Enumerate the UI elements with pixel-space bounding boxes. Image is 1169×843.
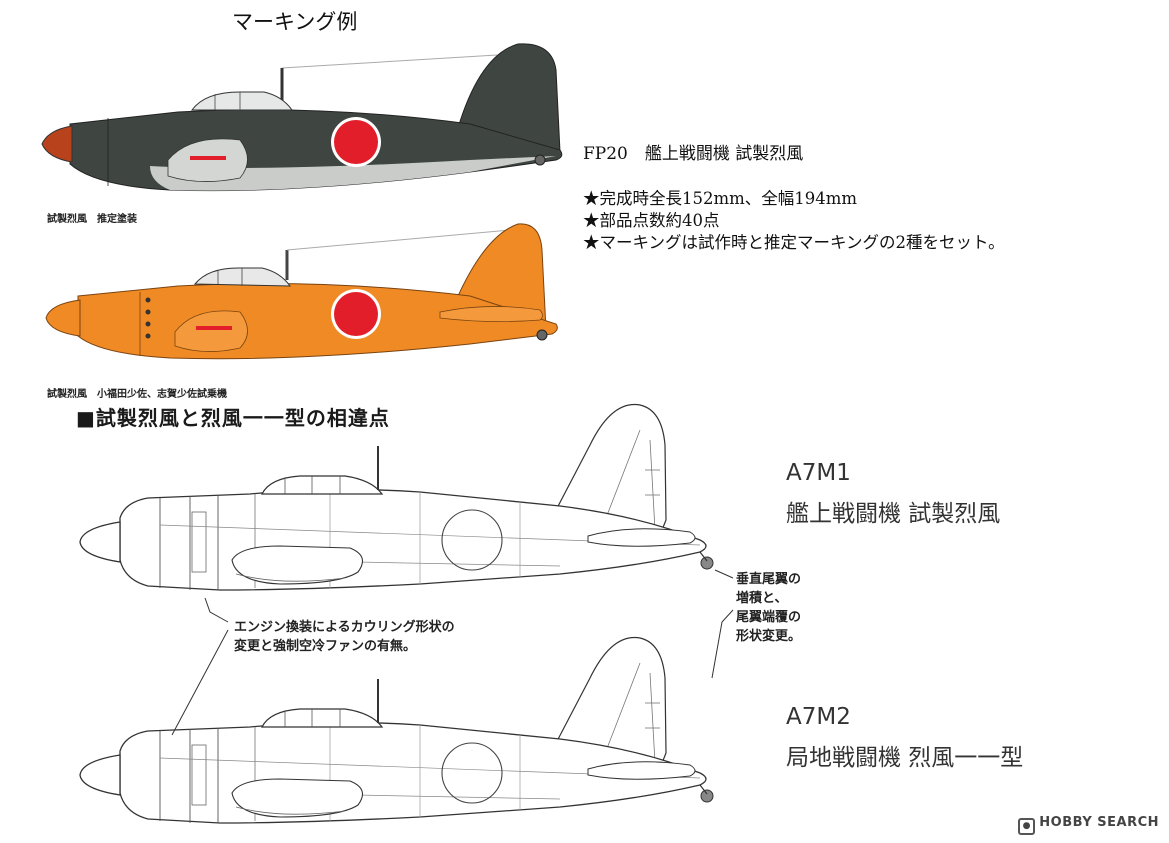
tail-note: 垂直尾翼の 増積と、 尾翼端覆の 形状変更。 bbox=[736, 570, 801, 646]
marking1-aircraft bbox=[41, 43, 563, 192]
engine-note-line: エンジン換装によるカウリング形状の bbox=[234, 620, 455, 635]
model2-label: A7M2 局地戦闘機 烈風一一型 bbox=[786, 704, 1023, 772]
tail-note-line: 尾翼端覆の bbox=[736, 610, 802, 625]
product-bullet: ★マーキングは試作時と推定マーキングの2種をセット。 bbox=[583, 233, 1005, 252]
tail-note-line: 垂直尾翼の bbox=[736, 572, 802, 587]
engine-note-line: 変更と強制空冷ファンの有無。 bbox=[234, 639, 417, 654]
hobby-search-logo-icon: ● bbox=[1018, 818, 1036, 835]
a7m1-lineart bbox=[79, 403, 714, 591]
product-bullet: ★完成時全長152mm、全幅194mm bbox=[583, 189, 858, 208]
marking-title: マーキング例 bbox=[232, 10, 358, 34]
watermark-text: HOBBY SEARCH bbox=[1039, 815, 1159, 830]
product-info: FP20 艦上戦闘機 試製烈風 ★完成時全長152mm、全幅194mm ★部品点… bbox=[583, 142, 1005, 254]
model2-code: A7M2 bbox=[786, 704, 851, 730]
model1-name: 艦上戦闘機 試製烈風 bbox=[786, 501, 1001, 527]
section-heading: ■試製烈風と烈風一一型の相違点 bbox=[76, 406, 390, 430]
engine-note: エンジン換装によるカウリング形状の 変更と強制空冷ファンの有無。 bbox=[234, 618, 455, 656]
marking2-caption: 試製烈風 小福田少佐、志賀少佐試乗機 bbox=[47, 389, 227, 400]
tail-note-line: 形状変更。 bbox=[736, 629, 802, 644]
marking2-aircraft bbox=[45, 223, 558, 360]
watermark: ●HOBBY SEARCH bbox=[1018, 815, 1159, 835]
tail-note-line: 増積と、 bbox=[736, 591, 788, 606]
model1-code: A7M1 bbox=[786, 460, 851, 486]
model1-label: A7M1 艦上戦闘機 試製烈風 bbox=[786, 460, 1000, 528]
product-title: FP20 艦上戦闘機 試製烈風 bbox=[583, 144, 804, 164]
marking1-caption: 試製烈風 推定塗装 bbox=[47, 214, 137, 225]
leader-lines bbox=[171, 569, 734, 736]
model2-name: 局地戦闘機 烈風一一型 bbox=[786, 745, 1024, 771]
product-bullet: ★部品点数約40点 bbox=[583, 211, 720, 230]
